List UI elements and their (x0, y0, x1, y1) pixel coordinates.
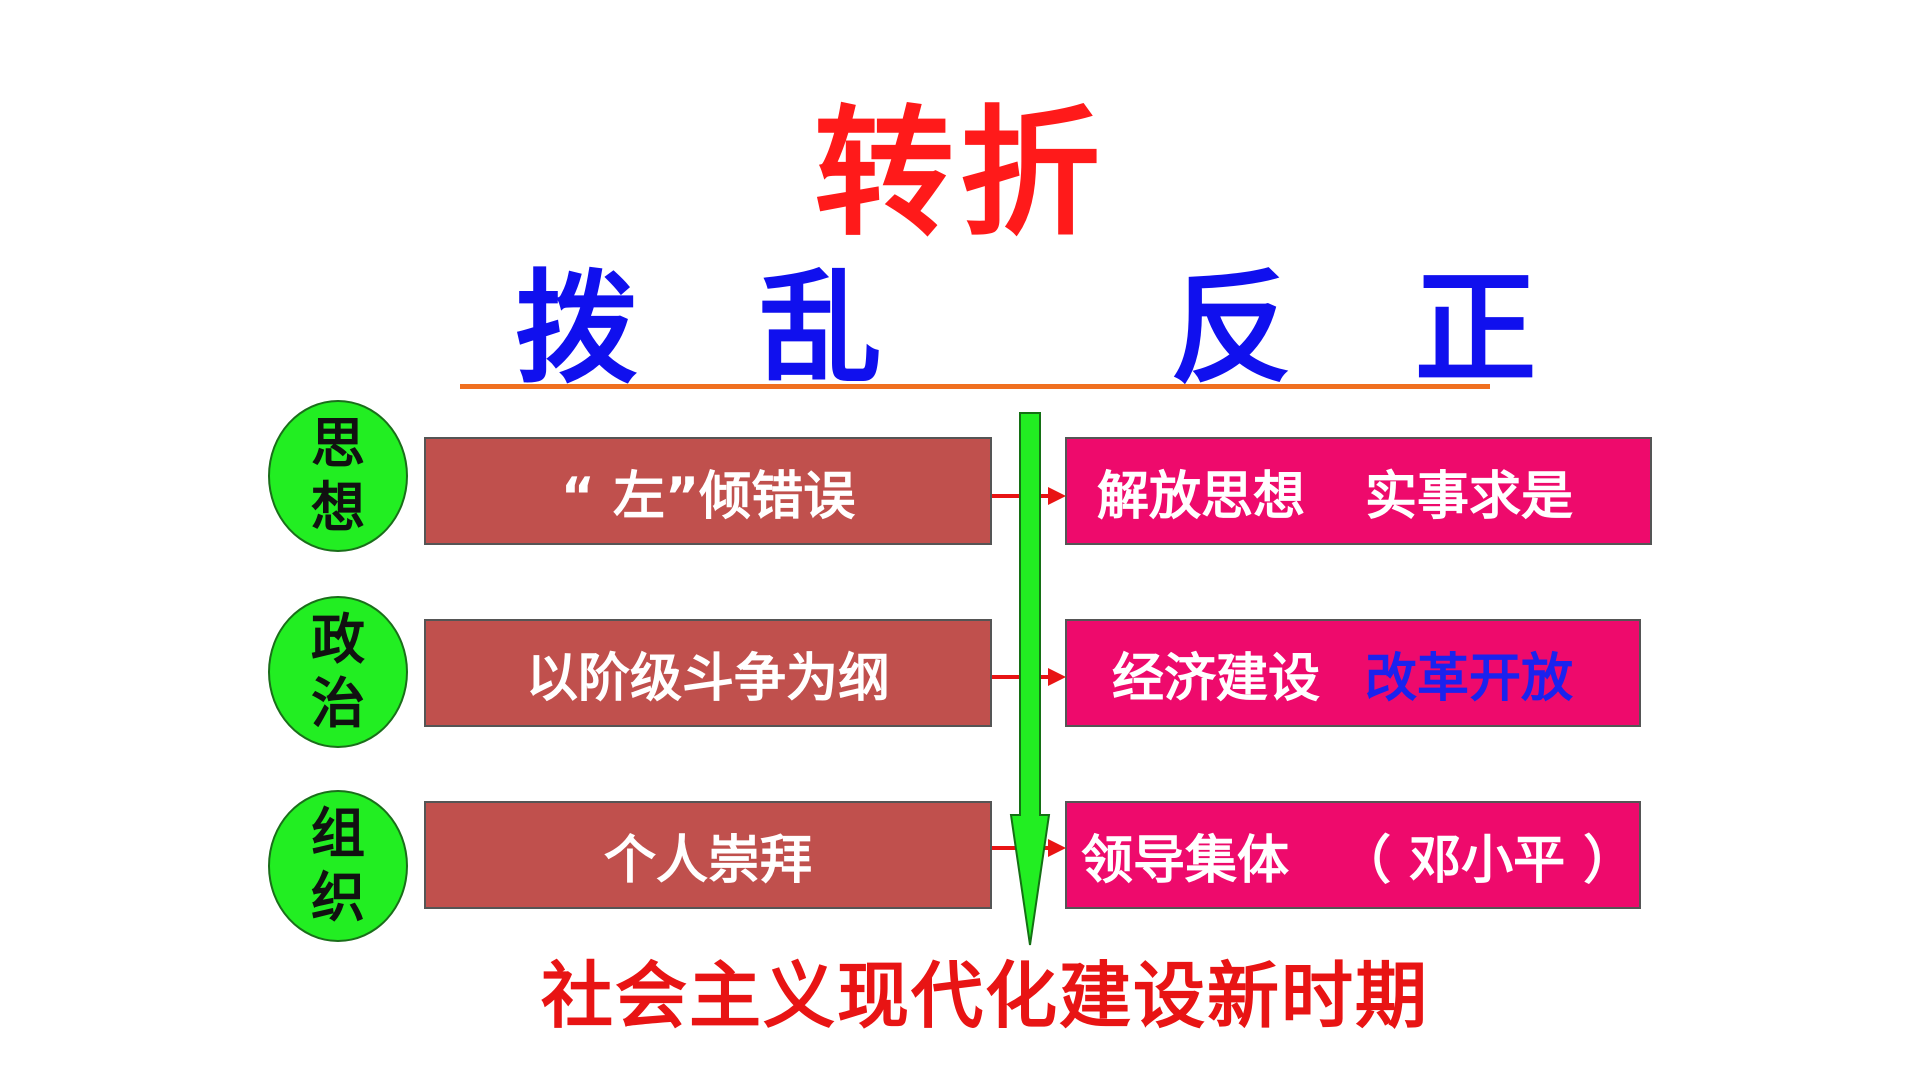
category-circle-organization: 组织 (268, 790, 408, 942)
category-label: 政治 (311, 608, 365, 735)
main-down-arrow (1009, 412, 1051, 946)
after-label-a: 经济建设 (1112, 648, 1321, 709)
heading-underline (460, 384, 1490, 389)
after-label-a: 解放思想 (1097, 466, 1306, 527)
category-circle-thought: 思想 (268, 400, 408, 552)
conclusion-text: 社会主义现代化建设新时期 (540, 954, 1429, 1038)
after-box-thought: 解放思想 实事求是 (1065, 437, 1652, 545)
after-label-b: （ 邓小平 ） (1339, 830, 1636, 891)
after-label-b: 实事求是 (1365, 466, 1574, 527)
after-box-politics: 经济建设 改革开放 (1065, 619, 1641, 727)
category-label: 组织 (311, 802, 365, 929)
heading-left: 拨 乱 (515, 258, 922, 400)
after-label-b: 改革开放 (1365, 648, 1574, 709)
before-box-politics: 以阶级斗争为纲 (424, 619, 992, 727)
after-label-a: 领导集体 (1081, 830, 1290, 891)
after-box-organization: 领导集体 （ 邓小平 ） (1065, 801, 1641, 909)
heading-right: 反 正 (1170, 258, 1577, 400)
before-box-thought: “ 左”倾错误 (424, 437, 992, 545)
category-circle-politics: 政治 (268, 596, 408, 748)
slide-title: 转折 (813, 93, 1106, 256)
before-box-organization: 个人崇拜 (424, 801, 992, 909)
category-label: 思想 (311, 412, 365, 539)
